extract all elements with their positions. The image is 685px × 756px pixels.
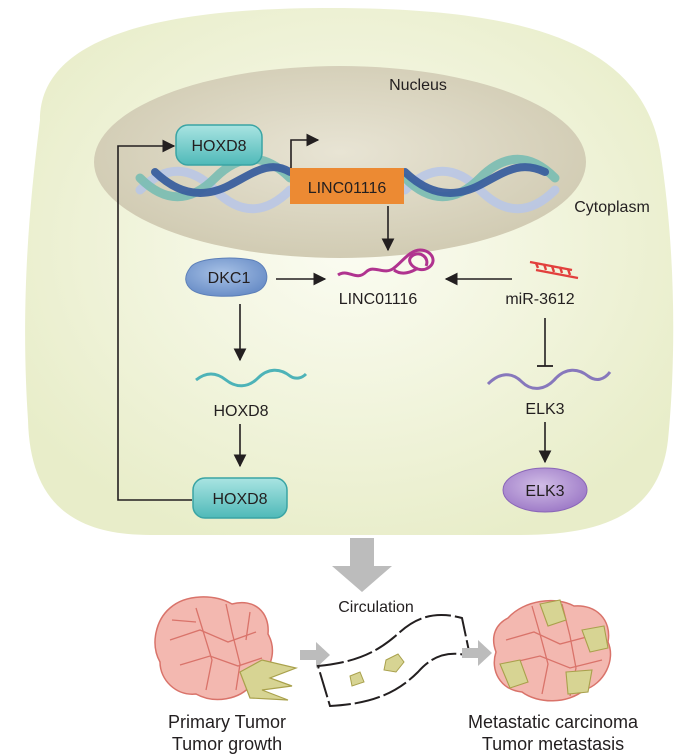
dkc1-protein: [185, 257, 268, 297]
gene-box-label: LINC01116: [308, 180, 387, 197]
small-arrow-1: [300, 642, 330, 668]
metastatic-caption-line1: Metastatic carcinoma: [468, 712, 639, 732]
elk3-mrna-label: ELK3: [525, 401, 564, 418]
lncrna-label: LINC01116: [339, 291, 418, 308]
hoxd8-mrna: [195, 368, 308, 388]
blood-vessel: [316, 613, 472, 708]
lncrna-squiggle: [337, 248, 435, 278]
transcription-start-arrow: [290, 133, 320, 168]
cytoplasm-label: Cytoplasm: [574, 199, 650, 216]
dna-helix: [135, 154, 560, 214]
hoxd8-nuclear-label: HOXD8: [191, 138, 246, 155]
metastatic-caption-line2: Tumor metastasis: [482, 734, 624, 754]
hoxd8-protein-label: HOXD8: [212, 491, 267, 508]
elk3-mrna: [486, 368, 612, 390]
primary-caption-line1: Primary Tumor: [168, 712, 286, 732]
elk3-protein-label: ELK3: [525, 483, 564, 500]
metastatic-tumor: [492, 599, 612, 702]
hoxd8-protein-box: [192, 477, 288, 519]
dkc1-label: DKC1: [208, 270, 251, 287]
elk3-protein: [502, 467, 588, 513]
mirna-duplex: [529, 260, 579, 280]
big-down-arrow: [332, 538, 392, 592]
small-arrow-2: [462, 640, 492, 666]
hoxd8-mrna-label: HOXD8: [213, 403, 268, 420]
feedback-loop-arrow: [117, 139, 192, 501]
hoxd8-nuclear-box: [175, 124, 263, 166]
nucleus: [94, 66, 586, 258]
primary-tumor: [154, 596, 299, 701]
primary-caption-line2: Tumor growth: [172, 734, 282, 754]
gene-box-linc01116: [290, 168, 404, 204]
circulation-label: Circulation: [338, 599, 414, 616]
mirna-label: miR-3612: [505, 291, 574, 308]
nucleus-label: Nucleus: [389, 77, 447, 94]
